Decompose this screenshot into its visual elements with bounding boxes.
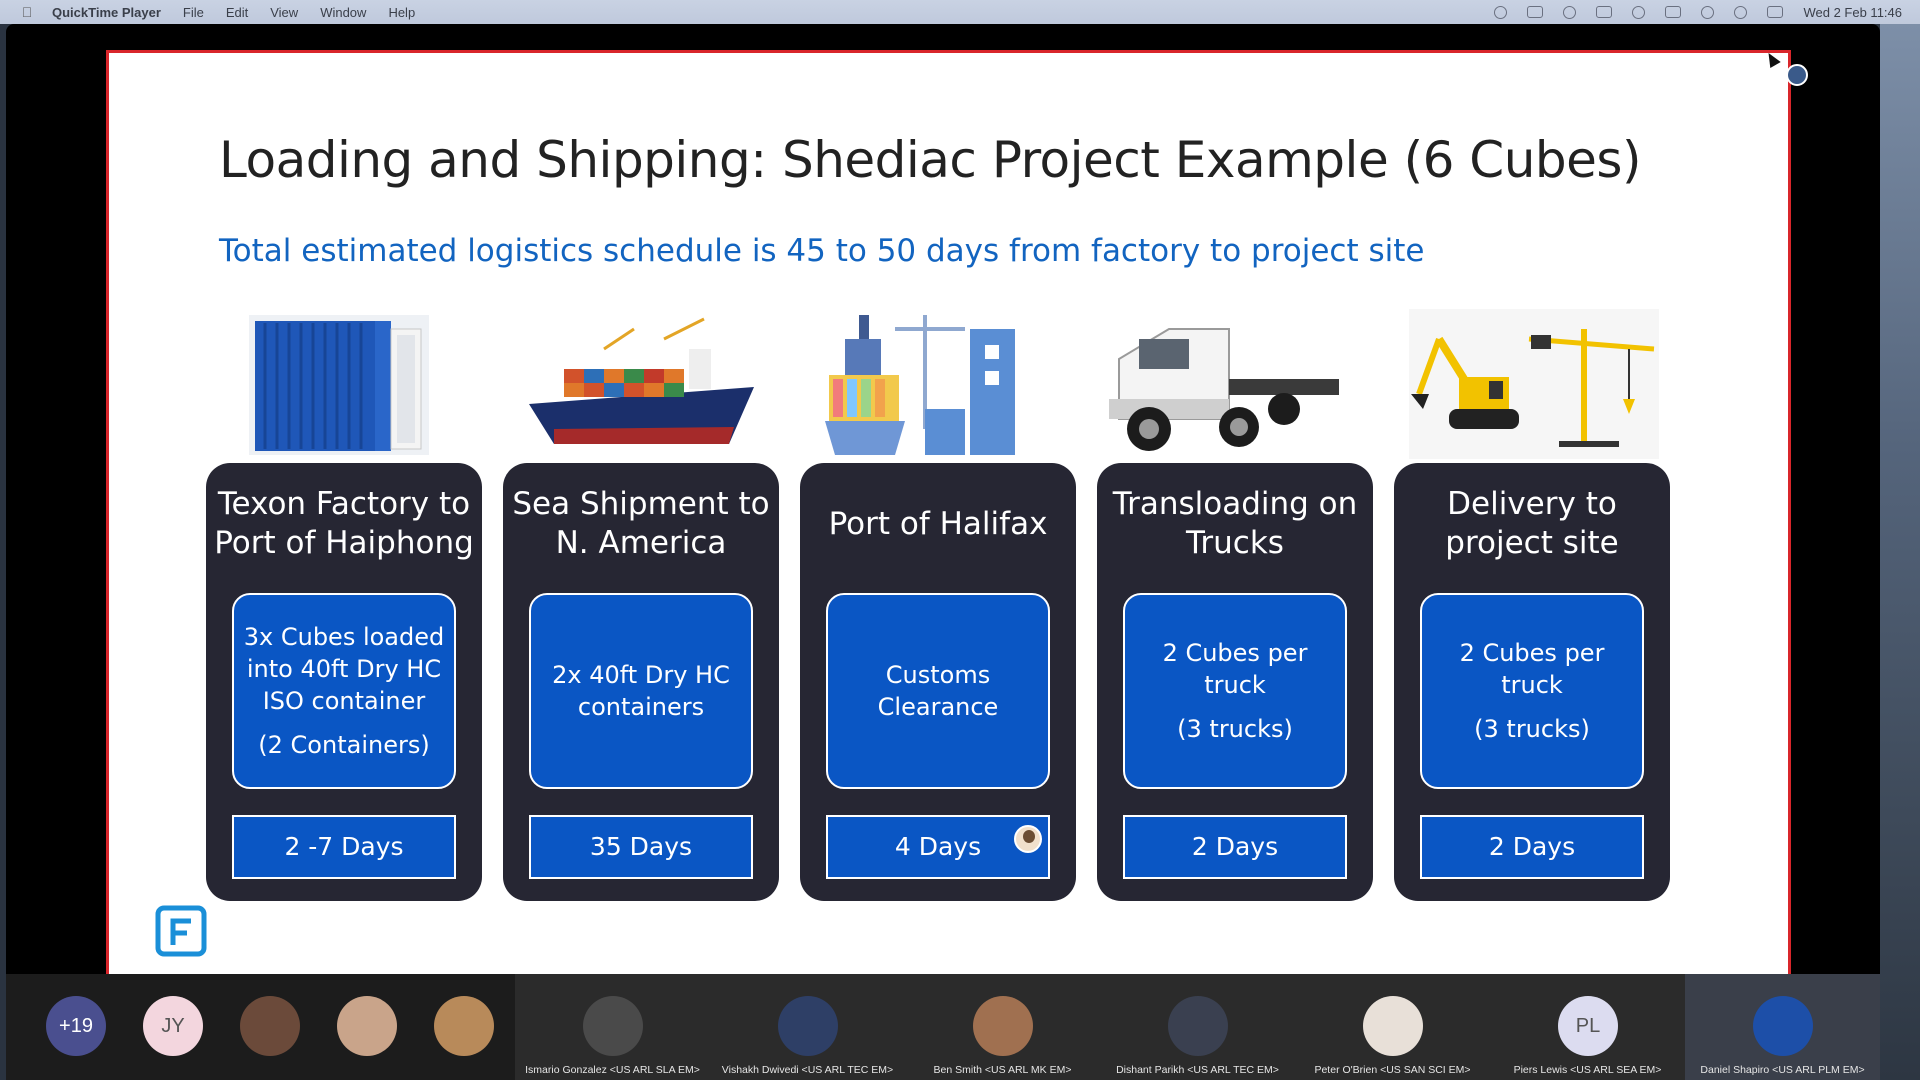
desktop-wallpaper [1880, 24, 1920, 1080]
slide-subtitle: Total estimated logistics schedule is 45… [219, 233, 1425, 269]
menu-file[interactable]: File [182, 4, 204, 20]
stage-duration-text: 4 Days [894, 832, 982, 861]
stage-card-transloading: Transloading on Trucks 2 Cubes per truck… [1097, 463, 1373, 901]
menu-window[interactable]: Window [320, 4, 367, 20]
stage-duration: 35 Days [529, 815, 753, 879]
menu-bar:  QuickTime Player File Edit View Window… [0, 0, 1920, 24]
menu-view[interactable]: View [270, 4, 299, 20]
stage-card-factory: Texon Factory to Port of Haiphong 3x Cub… [206, 463, 482, 901]
more-participants-button[interactable]: +19 [46, 996, 106, 1056]
stage-detail-text: 3x Cubes loaded into 40ft Dry HC ISO con… [243, 623, 445, 715]
company-logo [155, 905, 207, 957]
play-icon[interactable] [1632, 5, 1646, 19]
stage-detail-box: 2 Cubes per truck (3 trucks) [1123, 593, 1347, 789]
participant-avatar[interactable] [240, 996, 300, 1056]
participant-tile-active[interactable]: Daniel Shapiro <US ARL PLM EM> [1685, 974, 1880, 1080]
stage-card-delivery: Delivery to project site 2 Cubes per tru… [1394, 463, 1670, 901]
slide-title: Loading and Shipping: Shediac Project Ex… [219, 131, 1641, 189]
participant-name: Daniel Shapiro <US ARL PLM EM> [1700, 1064, 1865, 1076]
participant-avatar [1753, 996, 1813, 1056]
participant-tile[interactable]: Peter O'Brien <US SAN SCI EM> [1295, 974, 1490, 1080]
search-icon[interactable] [1734, 5, 1748, 19]
stage-duration: 2 -7 Days [232, 815, 456, 879]
apple-icon[interactable]:  [18, 3, 36, 21]
participant-name: Dishant Parikh <US ARL TEC EM> [1116, 1064, 1279, 1076]
stage-detail-box: 3x Cubes loaded into 40ft Dry HC ISO con… [232, 593, 456, 789]
stage-detail-text: 2 Cubes per truck [1162, 639, 1308, 699]
remote-cursor-avatar [1786, 64, 1808, 86]
participant-tile[interactable]: Ismario Gonzalez <US ARL SLA EM> [515, 974, 710, 1080]
shield-icon[interactable] [1494, 5, 1508, 19]
stage-duration: 2 Days [1123, 815, 1347, 879]
menu-help[interactable]: Help [388, 4, 416, 20]
stage-title: Sea Shipment to N. America [512, 486, 770, 561]
participant-avatar[interactable] [337, 996, 397, 1056]
control-center-icon[interactable] [1767, 6, 1784, 18]
menu-edit[interactable]: Edit [225, 4, 249, 20]
participant-tile[interactable]: Dishant Parikh <US ARL TEC EM> [1100, 974, 1295, 1080]
stage-detail-box: 2 Cubes per truck (3 trucks) [1420, 593, 1644, 789]
participant-name: Piers Lewis <US ARL SEA EM> [1513, 1064, 1662, 1076]
stage-detail-text: Customs Clearance [877, 661, 999, 721]
cargo-ship-icon [529, 317, 754, 444]
stage-title: Texon Factory to Port of Haiphong [214, 486, 474, 561]
stage-duration: 2 Days [1420, 815, 1644, 879]
participant-avatar [1168, 996, 1228, 1056]
stage-detail-box: 2x 40ft Dry HC containers [529, 593, 753, 789]
battery-icon[interactable] [1665, 6, 1682, 18]
participant-tile[interactable]: Vishakh Dwivedi <US ARL TEC EM> [710, 974, 905, 1080]
quicktime-window: Loading and Shipping: Shediac Project Ex… [6, 24, 1880, 1080]
participant-initials-avatar[interactable]: JY [143, 996, 203, 1056]
participant-avatar [973, 996, 1033, 1056]
participant-initials-avatar: PL [1558, 996, 1618, 1056]
shipping-container-icon [249, 315, 429, 455]
excavator-crane-icon [1409, 309, 1659, 459]
participant-tile[interactable]: Ben Smith <US ARL MK EM> [905, 974, 1100, 1080]
shared-slide: Loading and Shipping: Shediac Project Ex… [106, 50, 1791, 996]
participant-avatar [778, 996, 838, 1056]
participant-name: Peter O'Brien <US SAN SCI EM> [1314, 1064, 1471, 1076]
stage-detail-extra: (2 Containers) [258, 731, 430, 759]
stage-card-port-halifax: Port of Halifax Customs Clearance 4 Days [800, 463, 1076, 901]
flatbed-truck-icon [1109, 328, 1339, 451]
stage-duration: 4 Days [826, 815, 1050, 879]
stage-title: Transloading on Trucks [1112, 486, 1358, 561]
participant-tile[interactable]: PL Piers Lewis <US ARL SEA EM> [1490, 974, 1685, 1080]
stage-title: Port of Halifax [828, 506, 1048, 542]
stage-detail-extra: (3 trucks) [1177, 715, 1293, 743]
stage-detail-box: Customs Clearance [826, 593, 1050, 789]
participants-strip: +19 JY Ismario Gonzalez <US ARL SLA EM> … [6, 974, 1880, 1080]
menu-app-name[interactable]: QuickTime Player [52, 4, 161, 20]
port-terminal-icon [825, 315, 1015, 455]
menu-clock[interactable]: Wed 2 Feb 11:46 [1803, 4, 1902, 20]
app-status-icon[interactable] [1527, 6, 1544, 18]
participant-name: Ismario Gonzalez <US ARL SLA EM> [525, 1064, 700, 1076]
participant-avatar [1363, 996, 1423, 1056]
stage-detail-text: 2 Cubes per truck [1459, 639, 1605, 699]
stage-detail-text: 2x 40ft Dry HC containers [552, 661, 730, 721]
participant-avatar [583, 996, 643, 1056]
wifi-icon[interactable] [1701, 5, 1715, 19]
stage-title: Delivery to project site [1445, 486, 1619, 561]
participant-name: Vishakh Dwivedi <US ARL TEC EM> [721, 1064, 894, 1076]
stage-card-sea-shipment: Sea Shipment to N. America 2x 40ft Dry H… [503, 463, 779, 901]
sync-icon[interactable] [1563, 5, 1577, 19]
participant-avatar[interactable] [434, 996, 494, 1056]
display-icon[interactable] [1596, 6, 1613, 18]
participant-name: Ben Smith <US ARL MK EM> [933, 1064, 1072, 1076]
presenter-avatar [1014, 825, 1042, 853]
stage-detail-extra: (3 trucks) [1474, 715, 1590, 743]
status-area: Wed 2 Feb 11:46 [1494, 0, 1902, 24]
